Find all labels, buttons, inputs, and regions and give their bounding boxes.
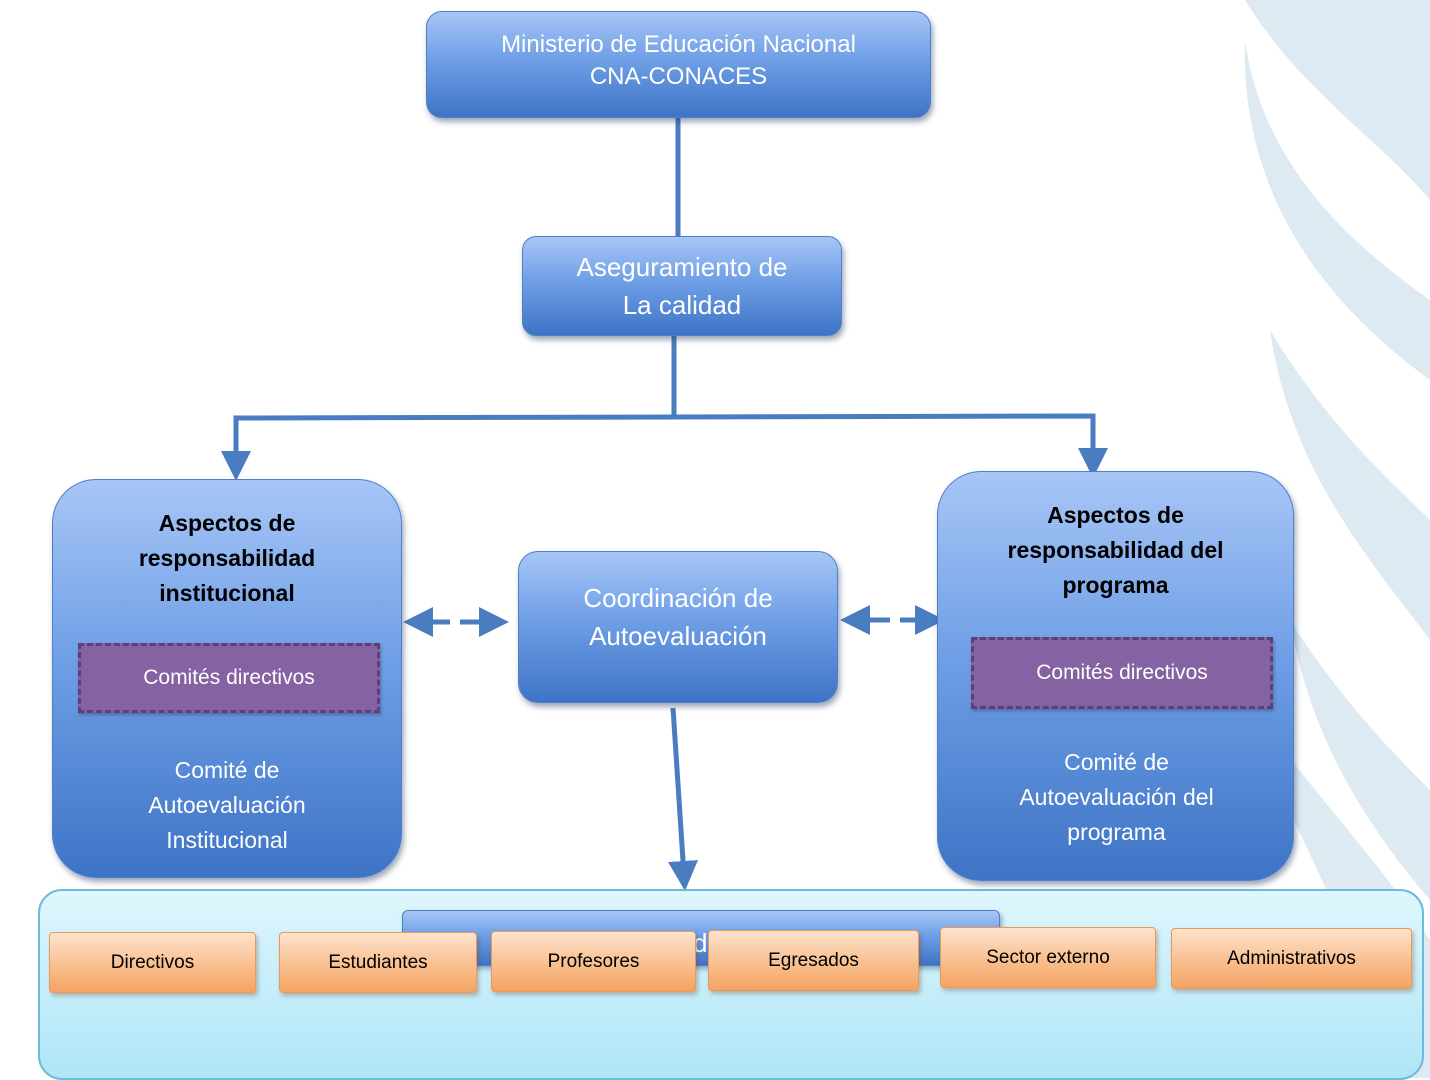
program-sub-line1: Comité de [1064,749,1169,775]
ministry-box: Ministerio de Educación Nacional CNA-CON… [426,11,931,118]
actor-directivos: Directivos [49,932,256,993]
quality-line1: Aseguramiento de [576,252,788,282]
institutional-sub-line1: Comité de [174,757,280,783]
program-sub-line2: Autoevaluación del [1019,784,1214,810]
institutional-committee: Comités directivos [78,643,380,713]
program-responsibility-box: Aspectos de responsabilidad del programa… [937,471,1294,881]
actor-egresados: Egresados [708,930,919,991]
actor-estudiantes: Estudiantes [279,932,477,993]
institutional-sub-line2: Autoevaluación [148,792,306,818]
coordination-line2: Autoevaluación [589,621,767,651]
institutional-sub-line3: Institucional [166,827,288,853]
institutional-title: Aspectos de responsabilidad instituciona… [138,510,316,606]
ministry-line1: Ministerio de Educación Nacional [501,30,856,58]
actor-administrativos: Administrativos [1171,928,1412,989]
arrow-coordination-to-actors [668,707,698,891]
actor-sector-externo: Sector externo [940,927,1156,988]
quality-assurance-box: Aseguramiento de La calidad [522,236,842,336]
institutional-self-eval-committee: Comité de Autoevaluación Institucional [53,753,401,858]
connector-branch [233,413,1096,463]
quality-line2: La calidad [622,290,742,320]
institutional-responsibility-box: Aspectos de responsabilidad instituciona… [52,479,402,878]
coordination-line1: Coordinación de [583,583,773,613]
ministry-line2: CNA-CONACES [589,62,768,90]
actor-profesores: Profesores [491,931,696,992]
program-committee: Comités directivos [971,637,1273,709]
program-self-eval-committee: Comité de Autoevaluación del programa [958,745,1275,850]
program-title: Aspectos de responsabilidad del programa [1007,502,1224,598]
program-sub-line3: programa [1067,819,1166,845]
coordination-box: Coordinación de Autoevaluación [518,551,838,703]
